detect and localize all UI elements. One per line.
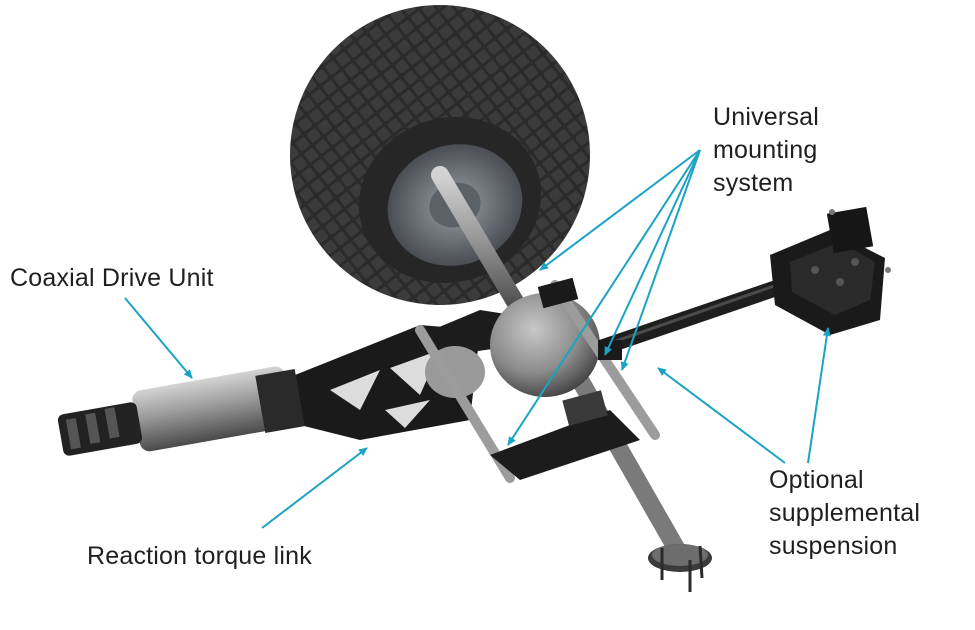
- label-line: Reaction torque link: [87, 542, 312, 570]
- arrow-suspension-1: [657, 367, 786, 464]
- label-line: Coaxial Drive Unit: [10, 264, 214, 292]
- arrow-mounting-2: [507, 149, 701, 446]
- label-line: system: [713, 169, 794, 197]
- label-reaction-torque-link: Reaction torque link: [87, 540, 312, 573]
- coaxial-drive: [57, 366, 305, 456]
- bottom-flange: [648, 544, 712, 592]
- label-universal-mounting-system: Universal mounting system: [713, 101, 819, 200]
- label-line: suspension: [769, 532, 898, 560]
- lower-mount-bracket: [490, 410, 640, 480]
- label-line: supplemental: [769, 499, 921, 527]
- suspension-bracket: [770, 206, 891, 335]
- label-coaxial-drive-unit: Coaxial Drive Unit: [10, 262, 214, 295]
- arrow-reaction: [261, 447, 368, 529]
- arrow-mounting-3: [604, 149, 701, 356]
- arrow-mounting-4: [620, 149, 701, 371]
- mount-clamp-top: [537, 277, 579, 309]
- label-line: mounting: [713, 136, 818, 164]
- upper-axle-shaft: [431, 166, 529, 319]
- differential-hub: [490, 293, 600, 397]
- mount-clamp-bottom: [562, 390, 608, 426]
- label-optional-supplemental-suspension: Optional supplemental suspension: [769, 464, 920, 563]
- right-arm-highlight: [589, 275, 801, 352]
- arrow-suspension-2: [807, 327, 831, 464]
- arrow-mounting-1: [539, 149, 701, 271]
- callout-arrows: [124, 149, 831, 529]
- arrow-coaxial: [124, 297, 193, 379]
- label-line: Optional: [769, 466, 864, 494]
- label-line: Universal: [713, 103, 819, 131]
